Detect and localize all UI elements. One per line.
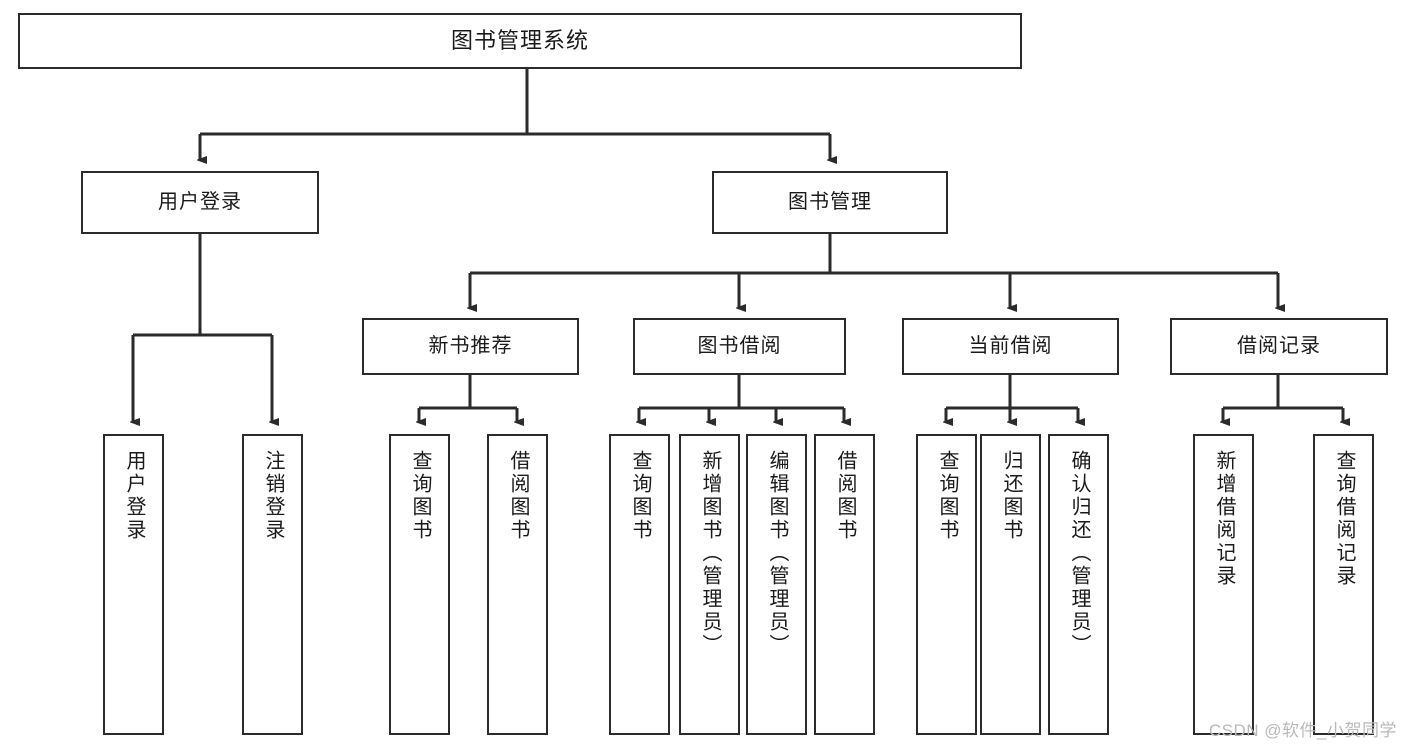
node-root-label: 图书管理系统: [450, 28, 589, 54]
leaf-query-record[interactable]: 查询借阅记录: [1313, 434, 1374, 735]
node-new-book-recommend-label: 新书推荐: [428, 334, 513, 357]
leaf-borrow-book-2[interactable]: 借阅图书: [814, 434, 875, 735]
leaf-user-logout[interactable]: 注销登录: [242, 434, 303, 735]
leaf-borrow-book-2-label: 借阅图书: [834, 450, 856, 542]
leaf-return-book-label: 归还图书: [1000, 450, 1022, 542]
node-current-borrow[interactable]: 当前借阅: [902, 318, 1119, 375]
leaf-add-book-label: 新增图书（管理员）: [699, 450, 721, 657]
node-book-manage-label: 图书管理: [788, 190, 872, 213]
leaf-confirm-return-label: 确认归还（管理员）: [1068, 450, 1090, 657]
node-book-borrow-label: 图书借阅: [697, 334, 782, 357]
node-user-login-label: 用户登录: [158, 190, 242, 213]
leaf-query-record-label: 查询借阅记录: [1333, 450, 1355, 588]
node-root[interactable]: 图书管理系统: [18, 13, 1022, 69]
leaf-borrow-book-1[interactable]: 借阅图书: [487, 434, 548, 735]
leaf-user-logout-label: 注销登录: [262, 450, 284, 542]
leaf-edit-book[interactable]: 编辑图书（管理员）: [746, 434, 807, 735]
leaf-query-book-2-label: 查询图书: [629, 450, 651, 542]
node-new-book-recommend[interactable]: 新书推荐: [362, 318, 579, 375]
leaf-confirm-return[interactable]: 确认归还（管理员）: [1048, 434, 1109, 735]
leaf-query-book-1[interactable]: 查询图书: [389, 434, 450, 735]
watermark: CSDN @软件_小贺同学: [1208, 721, 1397, 740]
node-borrow-record[interactable]: 借阅记录: [1170, 318, 1388, 375]
leaf-add-book[interactable]: 新增图书（管理员）: [679, 434, 740, 735]
node-current-borrow-label: 当前借阅: [968, 334, 1053, 357]
leaf-user-login-label: 用户登录: [123, 450, 145, 542]
leaf-add-record-label: 新增借阅记录: [1213, 450, 1235, 588]
node-borrow-record-label: 借阅记录: [1237, 334, 1321, 357]
leaf-query-book-2[interactable]: 查询图书: [609, 434, 670, 735]
leaf-query-book-3[interactable]: 查询图书: [916, 434, 977, 735]
leaf-borrow-book-1-label: 借阅图书: [507, 450, 529, 542]
node-book-borrow[interactable]: 图书借阅: [633, 318, 846, 375]
leaf-edit-book-label: 编辑图书（管理员）: [766, 450, 788, 657]
leaf-user-login[interactable]: 用户登录: [103, 434, 164, 735]
leaf-add-record[interactable]: 新增借阅记录: [1193, 434, 1254, 735]
leaf-query-book-1-label: 查询图书: [409, 450, 431, 542]
leaf-return-book[interactable]: 归还图书: [980, 434, 1041, 735]
leaf-query-book-3-label: 查询图书: [936, 450, 958, 542]
node-book-manage[interactable]: 图书管理: [712, 171, 948, 234]
node-user-login[interactable]: 用户登录: [81, 171, 319, 234]
